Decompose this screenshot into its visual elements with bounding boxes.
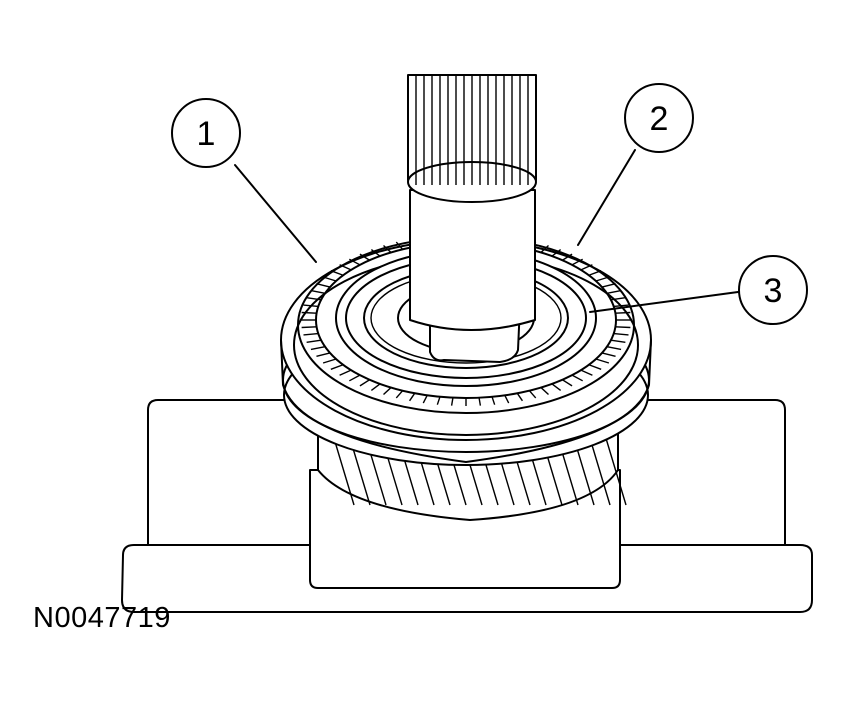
callout-1-label: 1 bbox=[197, 115, 216, 153]
callout-leaders bbox=[234, 149, 739, 313]
callout-3-label: 3 bbox=[764, 272, 783, 310]
callout-1: 1 bbox=[171, 98, 241, 168]
callout-2-label: 2 bbox=[650, 100, 669, 138]
callout-3: 3 bbox=[738, 255, 808, 325]
input-shaft bbox=[407, 74, 537, 363]
figure-id-label: N0047719 bbox=[33, 602, 171, 634]
callout-2: 2 bbox=[624, 83, 694, 153]
